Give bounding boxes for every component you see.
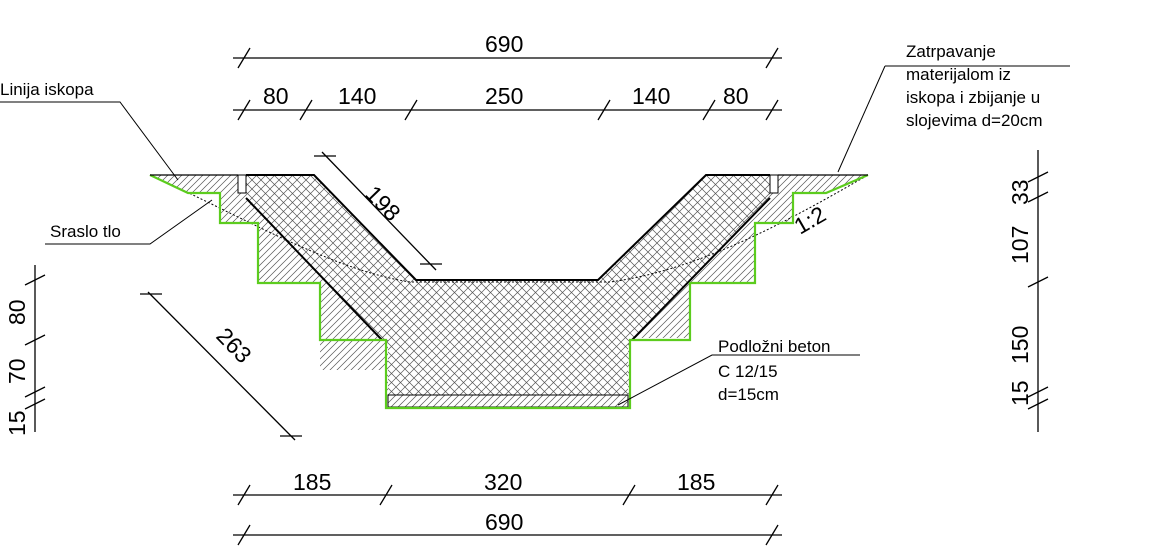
- top-segment-4: 140: [632, 83, 670, 109]
- edge-block-left: [237, 174, 247, 194]
- base-concrete-label-3: d=15cm: [718, 385, 779, 404]
- base-concrete-label-2: C 12/15: [718, 362, 778, 381]
- natural-ground-label: Sraslo tlo: [50, 222, 121, 241]
- excavation-slope-dimension: [140, 291, 302, 441]
- base-concrete-label-1: Podložni beton: [718, 337, 830, 356]
- natural-ground-leader: [45, 199, 213, 245]
- natural-ground-line: [149, 174, 869, 283]
- excavation-line-left: [149, 173, 869, 410]
- bottom-total-label: 690: [485, 509, 523, 535]
- right-dim-150: 150: [1007, 326, 1033, 364]
- channel-underside-left: [245, 197, 383, 341]
- bottom-segment-3: 185: [677, 469, 715, 495]
- edge-block-right: [769, 174, 779, 194]
- backfill-label-2: materijalom iz: [906, 65, 1011, 84]
- left-vertical-dimension: [24, 265, 46, 432]
- left-dim-80: 80: [4, 299, 30, 325]
- excavation-line-leader: [0, 101, 179, 181]
- top-total-label: 690: [485, 31, 523, 57]
- right-dim-15: 15: [1007, 380, 1033, 406]
- top-dimension-chain: [233, 47, 782, 121]
- slope-dimension: [314, 151, 442, 271]
- top-segment-1: 80: [263, 83, 289, 109]
- right-dim-33: 33: [1007, 179, 1033, 205]
- bottom-segment-1: 185: [293, 469, 331, 495]
- left-dim-15: 15: [4, 410, 30, 436]
- right-vertical-dimension: [1027, 150, 1049, 432]
- bottom-segment-2: 320: [484, 469, 522, 495]
- left-dim-70: 70: [4, 358, 30, 384]
- base-concrete-leader: [617, 354, 860, 406]
- slope-length-label: 198: [360, 180, 405, 226]
- backfill-label-3: iskopa i zbijanje u: [906, 88, 1040, 107]
- slope-ratio-label: 1:2: [790, 201, 831, 240]
- excavation-slope-label: 263: [211, 322, 256, 368]
- top-segment-2: 140: [338, 83, 376, 109]
- top-segment-3: 250: [485, 83, 523, 109]
- backfill-label-4: slojevima d=20cm: [906, 111, 1043, 130]
- backfill-label-1: Zatrpavanje: [906, 42, 996, 61]
- right-dim-107: 107: [1007, 226, 1033, 264]
- bottom-dimension-chain: [233, 484, 782, 546]
- channel-outline: [246, 174, 770, 281]
- base-concrete-layer: [387, 394, 629, 408]
- channel-underside-right: [631, 197, 771, 341]
- backfill-leader: [837, 65, 886, 173]
- concrete-channel: [237, 174, 779, 395]
- top-segment-5: 80: [723, 83, 749, 109]
- excavation-line-label: Linija iskopa: [0, 80, 94, 99]
